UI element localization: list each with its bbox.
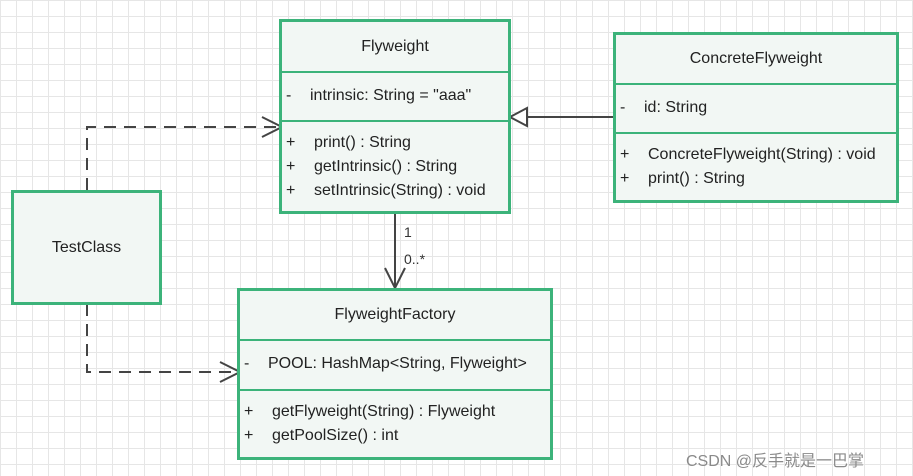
- flyweight-methods: + print() : String + getIntrinsic() : St…: [282, 120, 508, 211]
- flyweight-attributes: - intrinsic: String = "aaa": [282, 71, 508, 120]
- concrete-flyweight-methods: + ConcreteFlyweight(String) : void + pri…: [616, 132, 896, 200]
- target-multiplicity-label: 0..*: [404, 251, 426, 267]
- flyweight-factory-class[interactable]: FlyweightFactory - POOL: HashMap<String,…: [237, 288, 553, 460]
- dependency-connector-flyweight: [86, 116, 285, 190]
- generalization-connector: [507, 106, 613, 128]
- test-class[interactable]: TestClass: [11, 190, 162, 305]
- source-multiplicity-label: 1: [404, 224, 412, 240]
- flyweight-class-name: Flyweight: [361, 37, 429, 55]
- flyweight-class[interactable]: Flyweight - intrinsic: String = "aaa" + …: [279, 19, 511, 214]
- concrete-flyweight-attributes: - id: String: [616, 83, 896, 132]
- association-connector: [384, 213, 406, 291]
- concrete-flyweight-class-name: ConcreteFlyweight: [689, 50, 823, 67]
- dependency-connector-factory: [86, 304, 243, 383]
- watermark: CSDN @反手就是一巴掌: [686, 453, 865, 470]
- test-class-name: TestClass: [51, 238, 122, 256]
- concrete-flyweight-class[interactable]: ConcreteFlyweight - id: String + Concret…: [613, 32, 899, 203]
- flyweight-factory-attributes: - POOL: HashMap<String, Flyweight>: [240, 339, 550, 389]
- flyweight-factory-methods: + getFlyweight(String) : Flyweight + get…: [240, 389, 550, 457]
- flyweight-factory-class-name: FlyweightFactory: [334, 306, 456, 323]
